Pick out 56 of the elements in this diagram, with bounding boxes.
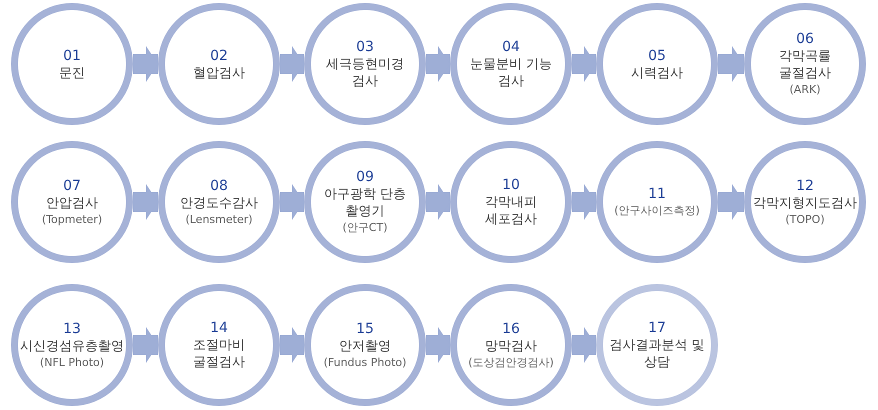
step-number: 03 xyxy=(356,38,374,56)
step-number: 16 xyxy=(502,320,520,338)
step-number: 13 xyxy=(63,320,81,338)
arrow xyxy=(426,184,450,220)
step-title: 망막검사 xyxy=(485,338,537,354)
step-title: 안경도수감사 xyxy=(180,194,258,212)
step-title: 눈물분비 기능 검사 xyxy=(468,56,554,90)
step-title: 각막곡률 굴절검사 xyxy=(778,48,832,82)
arrow xyxy=(133,46,158,82)
step-subtitle: (Lensmeter) xyxy=(185,212,253,228)
step-number: 11 xyxy=(648,185,666,203)
step-subtitle: (안구CT) xyxy=(342,220,388,236)
step-title: 조절마비 굴절검사 xyxy=(192,337,246,371)
step-number: 14 xyxy=(210,319,228,337)
arrow xyxy=(280,327,304,363)
step-title: 혈압검사 xyxy=(193,64,245,82)
step-number: 04 xyxy=(502,38,520,56)
step-subtitle: (TOPO) xyxy=(785,212,825,228)
step-subtitle: (Fundus Photo) xyxy=(324,354,406,370)
arrow xyxy=(426,327,450,363)
step-subtitle: (안구사이즈측정) xyxy=(614,203,700,219)
arrow xyxy=(426,46,450,82)
arrow xyxy=(572,46,596,82)
step-subtitle: (Topmeter) xyxy=(42,212,102,228)
arrow xyxy=(280,46,304,82)
step-number: 17 xyxy=(648,319,666,337)
step-subtitle: (NFL Photo) xyxy=(40,354,104,370)
step-subtitle: (도상검안경검사) xyxy=(468,354,554,370)
step-title: 각막지형지도검사 xyxy=(753,194,857,212)
arrow xyxy=(133,184,158,220)
step-number: 15 xyxy=(356,320,374,338)
arrow xyxy=(572,184,596,220)
step-number: 09 xyxy=(356,168,374,186)
step-number: 07 xyxy=(63,176,81,194)
step-title: 시신경섬유층촬영 xyxy=(20,338,124,354)
arrow xyxy=(133,327,158,363)
arrow xyxy=(718,46,744,82)
step-number: 10 xyxy=(502,176,520,194)
step-title: 안저촬영 xyxy=(339,338,391,354)
step-subtitle: (ARK) xyxy=(790,82,820,98)
step-title: 각막내피 세포검사 xyxy=(484,194,538,228)
step-number: 06 xyxy=(796,30,814,48)
arrow xyxy=(280,184,304,220)
step-title: 아구광학 단층 촬영기 xyxy=(322,186,408,220)
step-number: 08 xyxy=(210,176,228,194)
arrow xyxy=(718,184,744,220)
step-title: 문진 xyxy=(59,64,85,82)
arrow xyxy=(572,327,596,363)
step-number: 02 xyxy=(210,46,228,64)
step-number: 12 xyxy=(796,176,814,194)
step-title: 시력검사 xyxy=(631,64,683,82)
step-title: 세극등현미경 검사 xyxy=(325,56,405,90)
step-number: 01 xyxy=(63,46,81,64)
step-title: 안압검사 xyxy=(46,194,98,212)
step-title: 검사결과분석 및 상담 xyxy=(609,337,705,371)
step-number: 05 xyxy=(648,46,666,64)
